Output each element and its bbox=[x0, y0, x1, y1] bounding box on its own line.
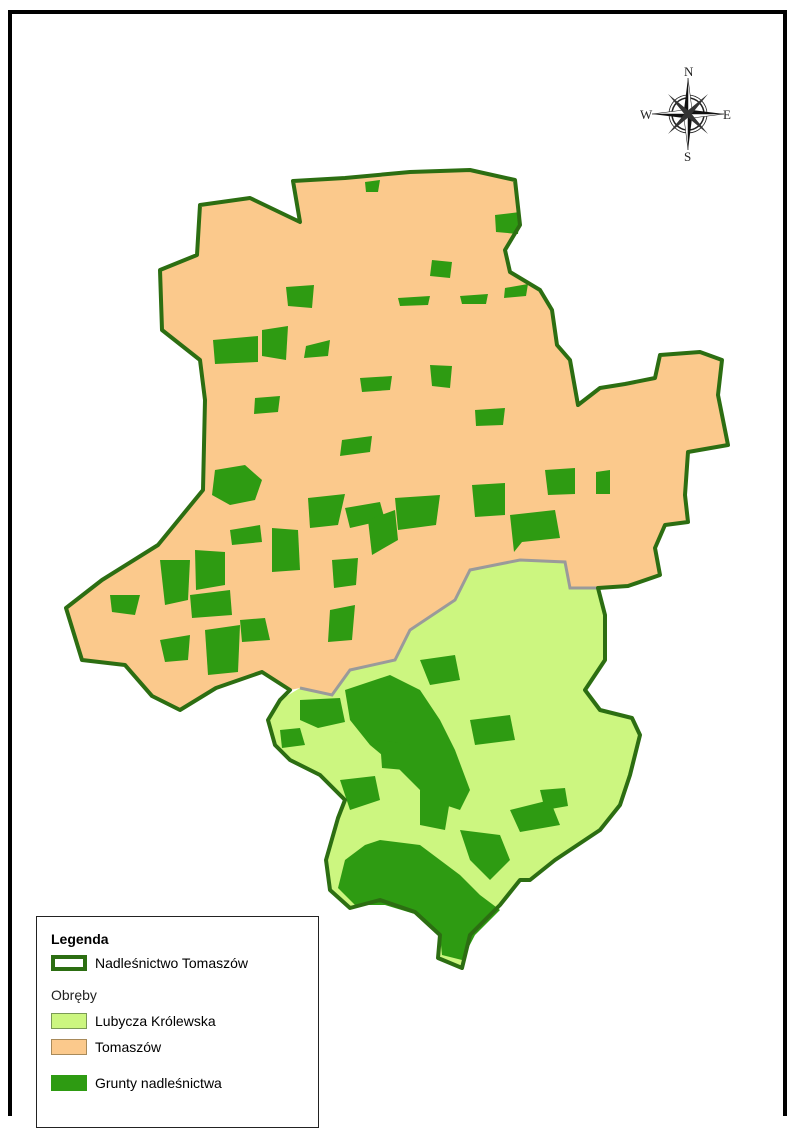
legend-item-forest: Grunty nadleśnictwa bbox=[51, 1073, 222, 1093]
lubycza-swatch bbox=[51, 1013, 87, 1029]
compass-north-label: N bbox=[684, 64, 694, 79]
legend-tomaszow-label: Tomaszów bbox=[95, 1039, 162, 1055]
compass-rose: N S E W bbox=[640, 64, 740, 166]
district-border-swatch bbox=[51, 955, 87, 971]
map-frame-right-edge bbox=[783, 10, 787, 1116]
legend-title: Legenda bbox=[51, 931, 109, 947]
region-tomaszow bbox=[66, 170, 728, 710]
legend-subheading: Obręby bbox=[51, 987, 97, 1003]
district-border bbox=[64, 168, 730, 970]
tomaszow-swatch bbox=[51, 1039, 87, 1055]
compass-east-label: E bbox=[723, 107, 731, 122]
legend-district-label: Nadleśnictwo Tomaszów bbox=[95, 955, 249, 971]
legend-item-lubycza: Lubycza Królewska bbox=[51, 1011, 216, 1031]
legend-lubycza-label: Lubycza Królewska bbox=[95, 1013, 216, 1029]
map-frame bbox=[8, 10, 783, 1116]
map-legend: Legenda Nadleśnictwo Tomaszów Obręby Lub… bbox=[36, 916, 319, 1128]
legend-item-tomaszow: Tomaszów bbox=[51, 1037, 161, 1057]
compass-west-label: W bbox=[640, 107, 653, 122]
legend-item-district: Nadleśnictwo Tomaszów bbox=[51, 953, 248, 973]
legend-forest-label: Grunty nadleśnictwa bbox=[95, 1075, 222, 1091]
forest-swatch bbox=[51, 1075, 87, 1091]
forest-patches bbox=[110, 180, 610, 960]
compass-south-label: S bbox=[684, 149, 692, 164]
compass-rose-icon bbox=[651, 77, 725, 151]
region-divider-line bbox=[299, 558, 598, 697]
